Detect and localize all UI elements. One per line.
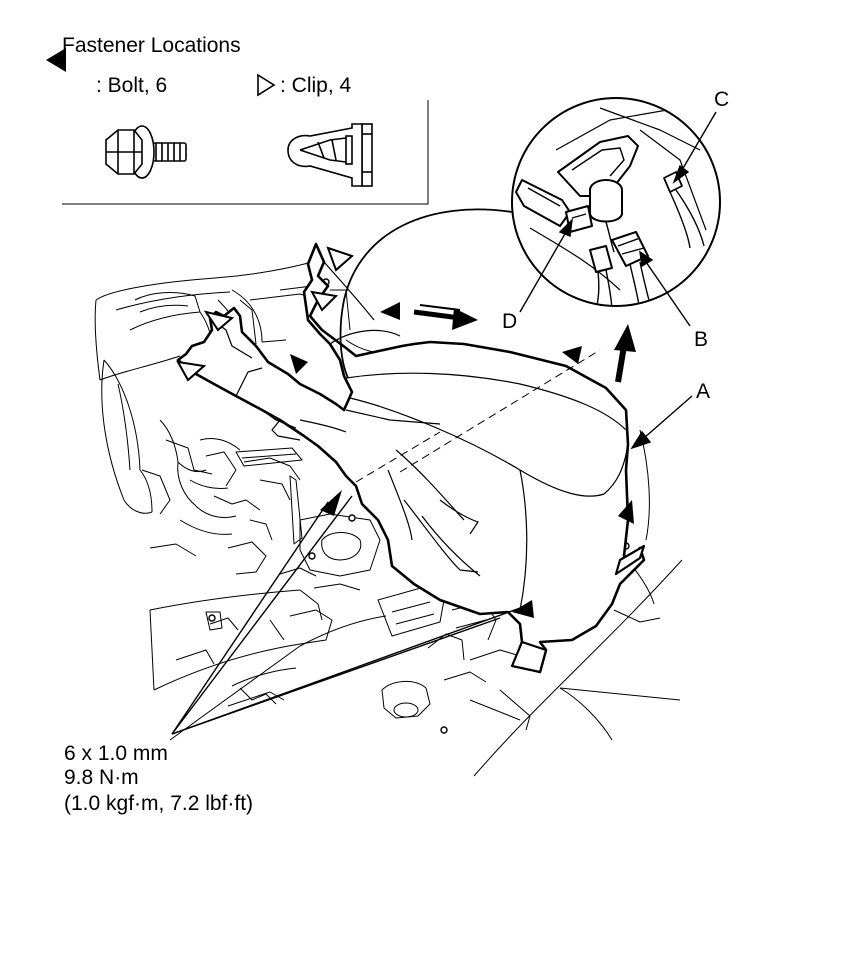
clip-marker-3: [203, 310, 235, 332]
center-console-part-a: [176, 242, 646, 674]
clip-count-label: : Clip, 4: [280, 74, 352, 97]
callout-a: A: [696, 380, 711, 403]
callout-c: C: [714, 88, 730, 111]
bolt-marker-1: [380, 302, 400, 320]
removal-arrows: [413, 304, 636, 383]
callout-d: D: [502, 310, 518, 333]
bolt-count-label: : Bolt, 6: [96, 74, 168, 97]
callout-b: B: [694, 328, 709, 351]
torque-value-alt: (1.0 kgf·m, 7.2 lbf·ft): [64, 792, 254, 815]
clip-picture-icon: [287, 123, 373, 187]
vehicle-interior-background: [94, 261, 683, 777]
clip-marker-1: [326, 246, 354, 272]
legend-title: Fastener Locations: [62, 34, 241, 57]
bolt-marker-2: [290, 354, 308, 374]
clip-symbol-icon: [257, 73, 276, 97]
bolt-symbol-icon: [46, 48, 66, 72]
detail-leader-curve: [339, 208, 513, 379]
bolt-picture-icon: [105, 125, 187, 179]
arrow-upward-icon: [614, 324, 636, 383]
fastener-legend: [46, 48, 429, 205]
callout-leaders: [171, 111, 717, 735]
legend-box-frame: [62, 100, 429, 205]
bolt-marker-4: [320, 490, 342, 516]
bolt-marker-3: [562, 346, 582, 364]
bolt-markers: [290, 302, 634, 618]
torque-size: 6 x 1.0 mm: [64, 742, 168, 765]
bolt-marker-5: [512, 600, 534, 618]
connector-detail-view: [339, 97, 721, 379]
clip-marker-2: [310, 290, 339, 312]
torque-value-nm: 9.8 N·m: [64, 766, 139, 789]
clip-markers: [176, 246, 354, 382]
arrow-rearward-icon: [413, 304, 478, 330]
clip-marker-4: [176, 360, 207, 382]
bolt-marker-6: [618, 500, 634, 524]
